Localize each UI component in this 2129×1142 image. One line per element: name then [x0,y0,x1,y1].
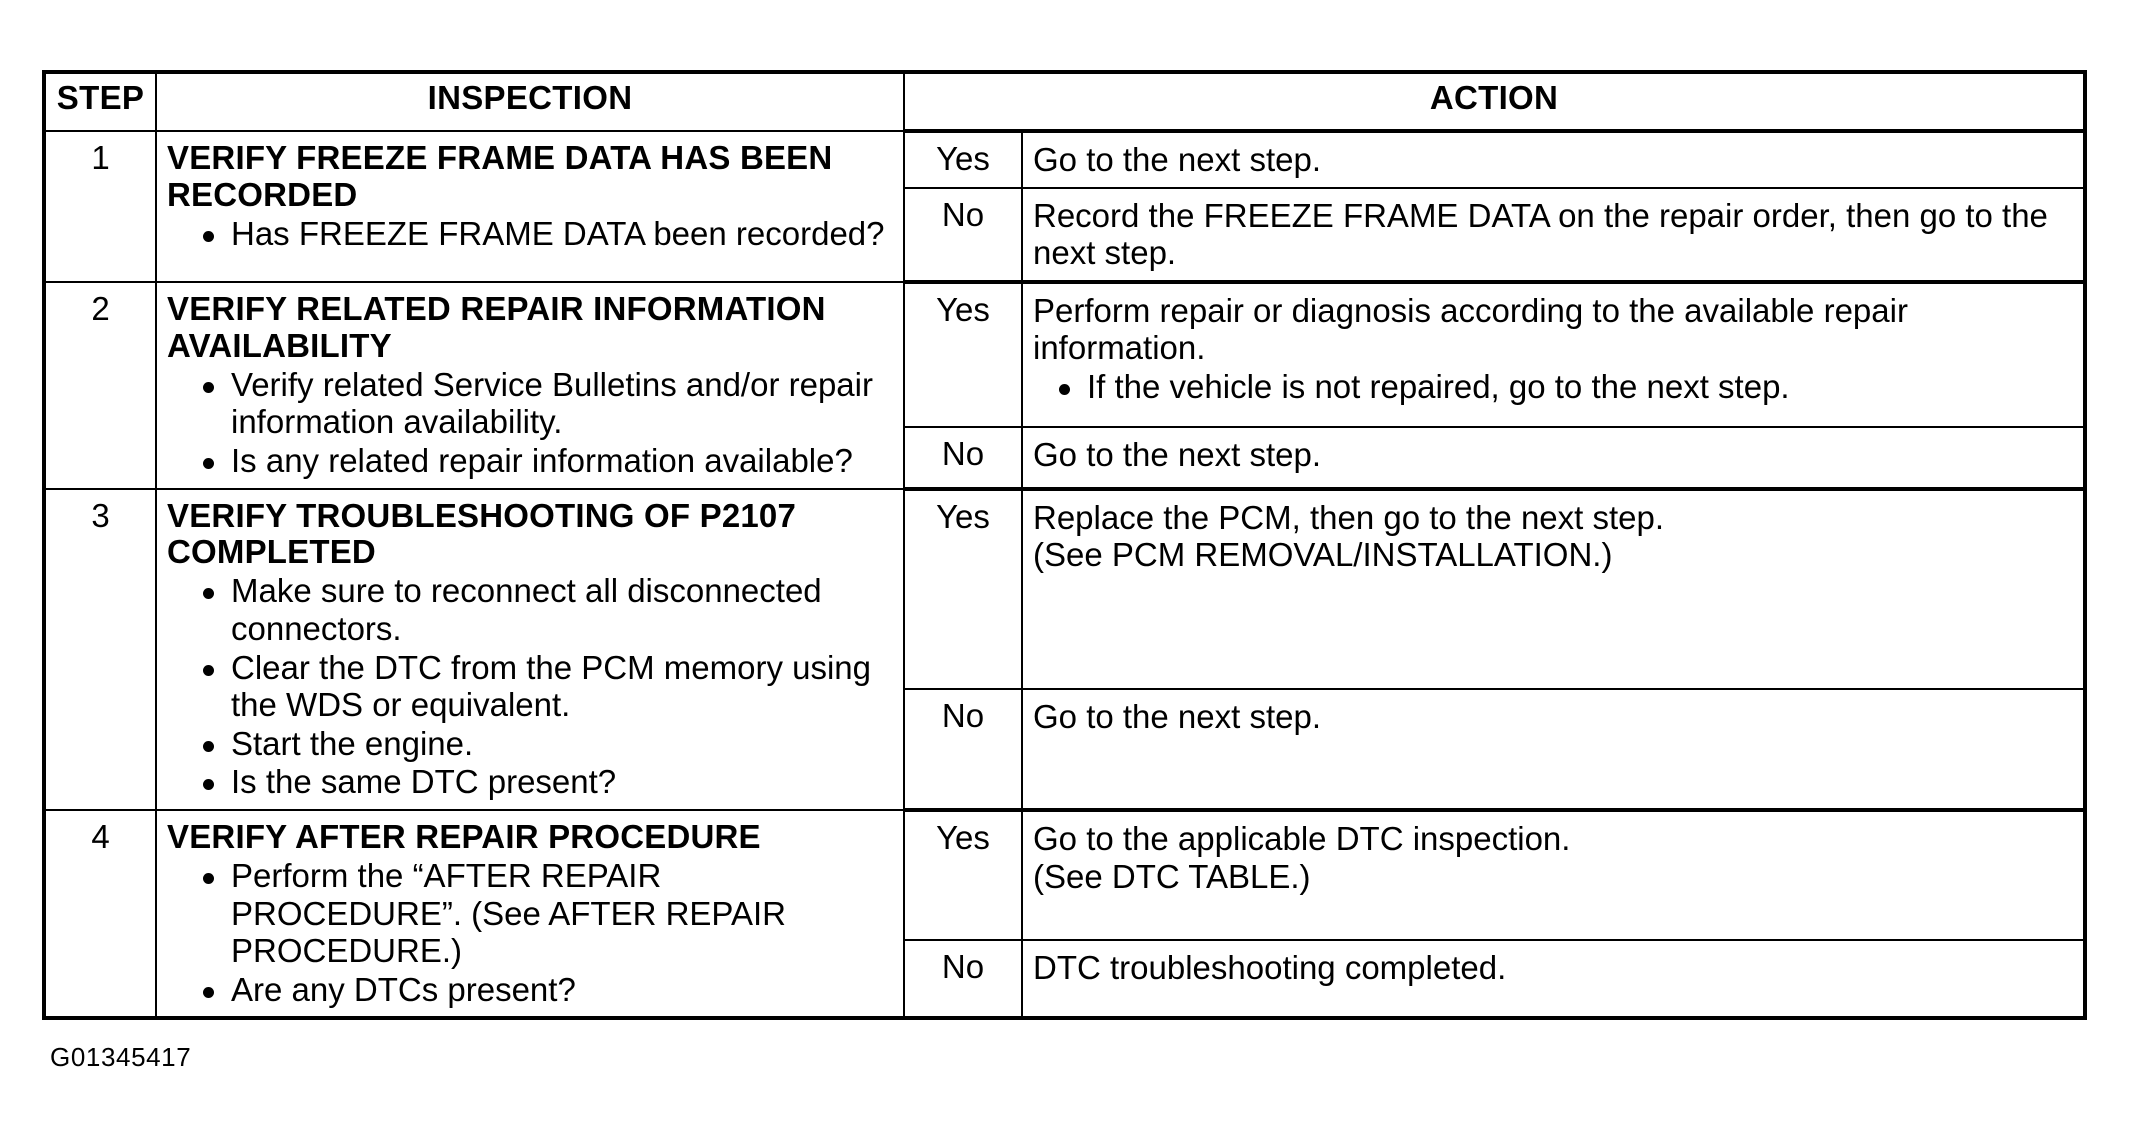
judgement-yes-cell: Yes [903,808,1023,942]
inspection-title: VERIFY TROUBLESHOOTING OF P2107 COMPLETE… [167,496,797,571]
table-row: No DTC troubleshooting completed. [44,939,2086,1020]
inspection-bullet-item: Verify related Service Bulletins and/or … [201,366,893,441]
inspection-cell: VERIFY TROUBLESHOOTING OF P2107 COMPLETE… [155,487,905,812]
header-step: STEP [43,71,157,132]
inspection-bullet-item: Has FREEZE FRAME DATA been recorded? [201,215,893,253]
action-cell: Perform repair or diagnosis according to… [1021,279,2086,428]
action-cell: Replace the PCM, then go to the next ste… [1021,486,2086,691]
action-text: Go to the applicable DTC inspection. [1033,820,1571,858]
inspection-bullet-item: Start the engine. [201,725,893,763]
inspection-title: VERIFY RELATED REPAIR INFORMATION AVAILA… [167,289,826,364]
judgement-no-cell: No [903,939,1023,1020]
action-bullet-list: If the vehicle is not repaired, go to th… [1033,368,2073,406]
judgement-yes-cell: Yes [903,128,1023,189]
step-number-cell: 2 [43,280,157,490]
action-cell: Go to the next step. [1021,425,2086,490]
action-text: Go to the next step. [1033,140,1322,178]
inspection-bullet-list: Has FREEZE FRAME DATA been recorded? [167,215,893,253]
step-number-cell: 1 [43,129,157,283]
judgement-no-cell: No [903,688,1023,812]
figure-id-label: G01345417 [50,1042,192,1073]
inspection-bullet-item: Is the same DTC present? [201,763,893,801]
action-cell: Go to the next step. [1021,128,2086,189]
action-bullet-item: If the vehicle is not repaired, go to th… [1057,368,2073,406]
action-text: Perform repair or diagnosis according to… [1033,291,1908,367]
judgement-yes-cell: Yes [903,486,1023,691]
action-text: Go to the next step. [1033,698,1322,736]
inspection-bullet-item: Make sure to reconnect all disconnected … [201,572,893,647]
judgement-no-cell: No [903,425,1023,490]
judgement-no-cell: No [903,186,1023,283]
action-cell: Go to the applicable DTC inspection.(See… [1021,808,2086,942]
step-number-cell: 3 [43,487,157,812]
step-number-cell: 4 [43,809,157,1020]
inspection-bullet-list: Make sure to reconnect all disconnected … [167,572,893,801]
header-inspection: INSPECTION [155,71,905,132]
action-cell: Record the FREEZE FRAME DATA on the repa… [1021,186,2086,283]
action-text: (See PCM REMOVAL/INSTALLATION.) [1033,536,1613,574]
action-text: Go to the next step. [1033,435,1322,473]
inspection-cell: VERIFY RELATED REPAIR INFORMATION AVAILA… [155,280,905,490]
inspection-bullet-item: Perform the “AFTER REPAIR PROCEDURE”. (S… [201,857,893,970]
action-text: DTC troubleshooting completed. [1033,949,1507,987]
inspection-bullet-item: Is any related repair information availa… [201,442,893,480]
inspection-bullet-list: Verify related Service Bulletins and/or … [167,366,893,480]
inspection-title: VERIFY FREEZE FRAME DATA HAS BEEN RECORD… [167,138,833,213]
header-action: ACTION [903,71,2086,132]
inspection-cell: VERIFY FREEZE FRAME DATA HAS BEEN RECORD… [155,129,905,283]
table-row: No Go to the next step. [44,425,2086,490]
inspection-title: VERIFY AFTER REPAIR PROCEDURE [167,818,761,856]
action-cell: DTC troubleshooting completed. [1021,939,2086,1020]
action-cell: Go to the next step. [1021,688,2086,812]
table-row: No Go to the next step. [44,688,2086,812]
inspection-bullet-item: Clear the DTC from the PCM memory using … [201,649,893,724]
inspection-bullet-list: Perform the “AFTER REPAIR PROCEDURE”. (S… [167,857,893,1008]
table-header: STEP INSPECTION ACTION [43,71,2086,132]
table-header-row: STEP INSPECTION ACTION [43,71,2086,132]
action-text: Replace the PCM, then go to the next ste… [1033,498,1665,536]
action-text: Record the FREEZE FRAME DATA on the repa… [1033,196,2048,272]
judgement-yes-cell: Yes [903,279,1023,428]
action-text: (See DTC TABLE.) [1033,857,1311,895]
inspection-bullet-item: Are any DTCs present? [201,971,893,1009]
